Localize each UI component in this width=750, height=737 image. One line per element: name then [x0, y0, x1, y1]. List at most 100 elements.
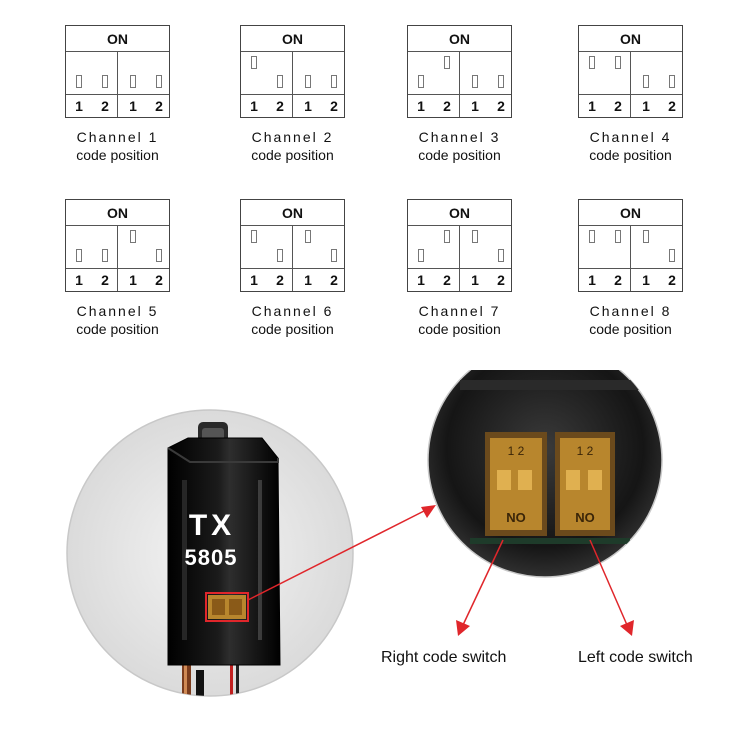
- closeup-digits-right: 1 2: [577, 444, 594, 458]
- lever-up: [589, 56, 595, 69]
- switch-number: 2: [155, 272, 163, 288]
- code-position-label: code position: [76, 321, 159, 337]
- switch-number: 2: [101, 98, 109, 114]
- lever-down: [498, 249, 504, 262]
- switch-number: 1: [250, 98, 258, 114]
- switch-number: 1: [417, 272, 425, 288]
- switch-divider: [292, 226, 293, 291]
- switch-divider: [459, 226, 460, 291]
- switch-number: 2: [497, 272, 505, 288]
- lever-down: [331, 75, 337, 88]
- lever-down: [156, 75, 162, 88]
- number-row-line: [579, 94, 682, 95]
- code-position-label: code position: [251, 321, 334, 337]
- number-row-line: [241, 94, 344, 95]
- switch-number: 1: [75, 272, 83, 288]
- code-position-label: code position: [418, 147, 501, 163]
- channel-caption: Channel 7 code position: [397, 302, 522, 338]
- lever-down: [76, 249, 82, 262]
- switch-number: 2: [614, 272, 622, 288]
- lever-down: [331, 249, 337, 262]
- lever-down: [102, 75, 108, 88]
- lever-down: [472, 75, 478, 88]
- lever-down: [277, 75, 283, 88]
- switch-number: 2: [276, 98, 284, 114]
- left-code-switch-label: Left code switch: [578, 649, 693, 666]
- switch-number: 1: [75, 98, 83, 114]
- lever-down: [418, 249, 424, 262]
- right-code-switch-label: Right code switch: [381, 649, 507, 666]
- channel-name: Channel 4: [589, 129, 672, 145]
- device-label-tx: TX: [189, 509, 235, 542]
- channel-name: Channel 5: [76, 303, 159, 319]
- device-label-model: 5805: [185, 545, 238, 570]
- right-switch-pointer: [462, 539, 504, 626]
- lever-down: [643, 75, 649, 88]
- switch-number: 2: [330, 98, 338, 114]
- channel-name: Channel 8: [589, 303, 672, 319]
- switch-divider: [459, 52, 460, 117]
- code-position-label: code position: [251, 147, 334, 163]
- switch-number: 1: [471, 98, 479, 114]
- switch-number: 1: [642, 98, 650, 114]
- code-position-label: code position: [589, 147, 672, 163]
- closeup-on-left: NO: [506, 510, 526, 525]
- lever-down: [76, 75, 82, 88]
- connector-arrow: [247, 509, 427, 601]
- channel-name: Channel 6: [251, 303, 334, 319]
- switch-number: 1: [129, 272, 137, 288]
- switch-divider: [630, 52, 631, 117]
- lever-down: [102, 249, 108, 262]
- on-label: ON: [408, 200, 511, 226]
- switch-number: 2: [330, 272, 338, 288]
- switch-number: 1: [588, 272, 596, 288]
- on-label: ON: [579, 26, 682, 52]
- lever-down: [156, 249, 162, 262]
- channel-name: Channel 1: [76, 129, 159, 145]
- switch-divider: [117, 226, 118, 291]
- channel-caption: Channel 4 code position: [568, 128, 693, 164]
- switch-number: 2: [668, 98, 676, 114]
- number-row-line: [579, 268, 682, 269]
- code-position-label: code position: [418, 321, 501, 337]
- connector-arrowhead: [421, 505, 436, 518]
- lever-up: [130, 230, 136, 243]
- switch-number: 1: [417, 98, 425, 114]
- channel-caption: Channel 1 code position: [55, 128, 180, 164]
- code-position-label: code position: [589, 321, 672, 337]
- lever-down: [130, 75, 136, 88]
- lever-up: [251, 56, 257, 69]
- number-row-line: [66, 94, 169, 95]
- closeup-digits-left: 1 2: [508, 444, 525, 458]
- channel-caption: Channel 8 code position: [568, 302, 693, 338]
- lever-down: [277, 249, 283, 262]
- number-row-line: [408, 268, 511, 269]
- switch-highlight-box: [205, 592, 249, 622]
- channel-caption: Channel 6 code position: [230, 302, 355, 338]
- channel-caption: Channel 5 code position: [55, 302, 180, 338]
- right-switch-arrowhead: [456, 620, 470, 636]
- number-row-line: [408, 94, 511, 95]
- channel-caption: Channel 3 code position: [397, 128, 522, 164]
- lever-up: [444, 56, 450, 69]
- channel-name: Channel 7: [418, 303, 501, 319]
- switch-number: 2: [155, 98, 163, 114]
- switch-number: 1: [642, 272, 650, 288]
- switch-divider: [292, 52, 293, 117]
- code-position-label: code position: [76, 147, 159, 163]
- channel-name: Channel 3: [418, 129, 501, 145]
- switch-divider: [117, 52, 118, 117]
- lever-down: [669, 249, 675, 262]
